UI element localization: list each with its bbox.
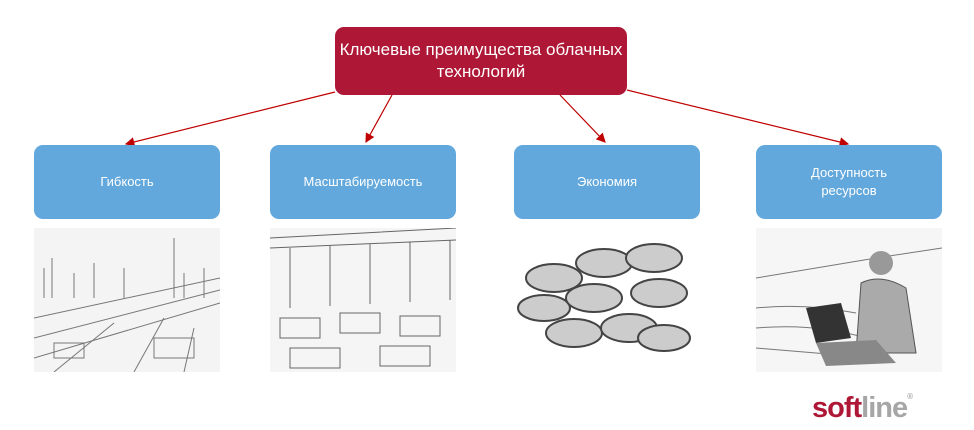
office-sketch [270, 228, 456, 372]
arrow-1 [124, 91, 336, 147]
benefit-scalability: Масштабируемость [270, 145, 456, 219]
coins-sketch [514, 228, 700, 372]
arrow-4 [626, 89, 850, 147]
arrow-3 [559, 94, 606, 143]
softline-logo: softline® [812, 392, 913, 424]
benefit-flexibility: Гибкость [34, 145, 220, 219]
arrow-2 [365, 94, 393, 144]
benefit-economy: Экономия [514, 145, 700, 219]
man-laptop-beach-sketch [756, 228, 942, 372]
city-highway-sketch [34, 228, 220, 372]
main-title-box: Ключевые преимущества облачных технологи… [335, 27, 627, 95]
benefit-availability: Доступность ресурсов [756, 145, 942, 219]
